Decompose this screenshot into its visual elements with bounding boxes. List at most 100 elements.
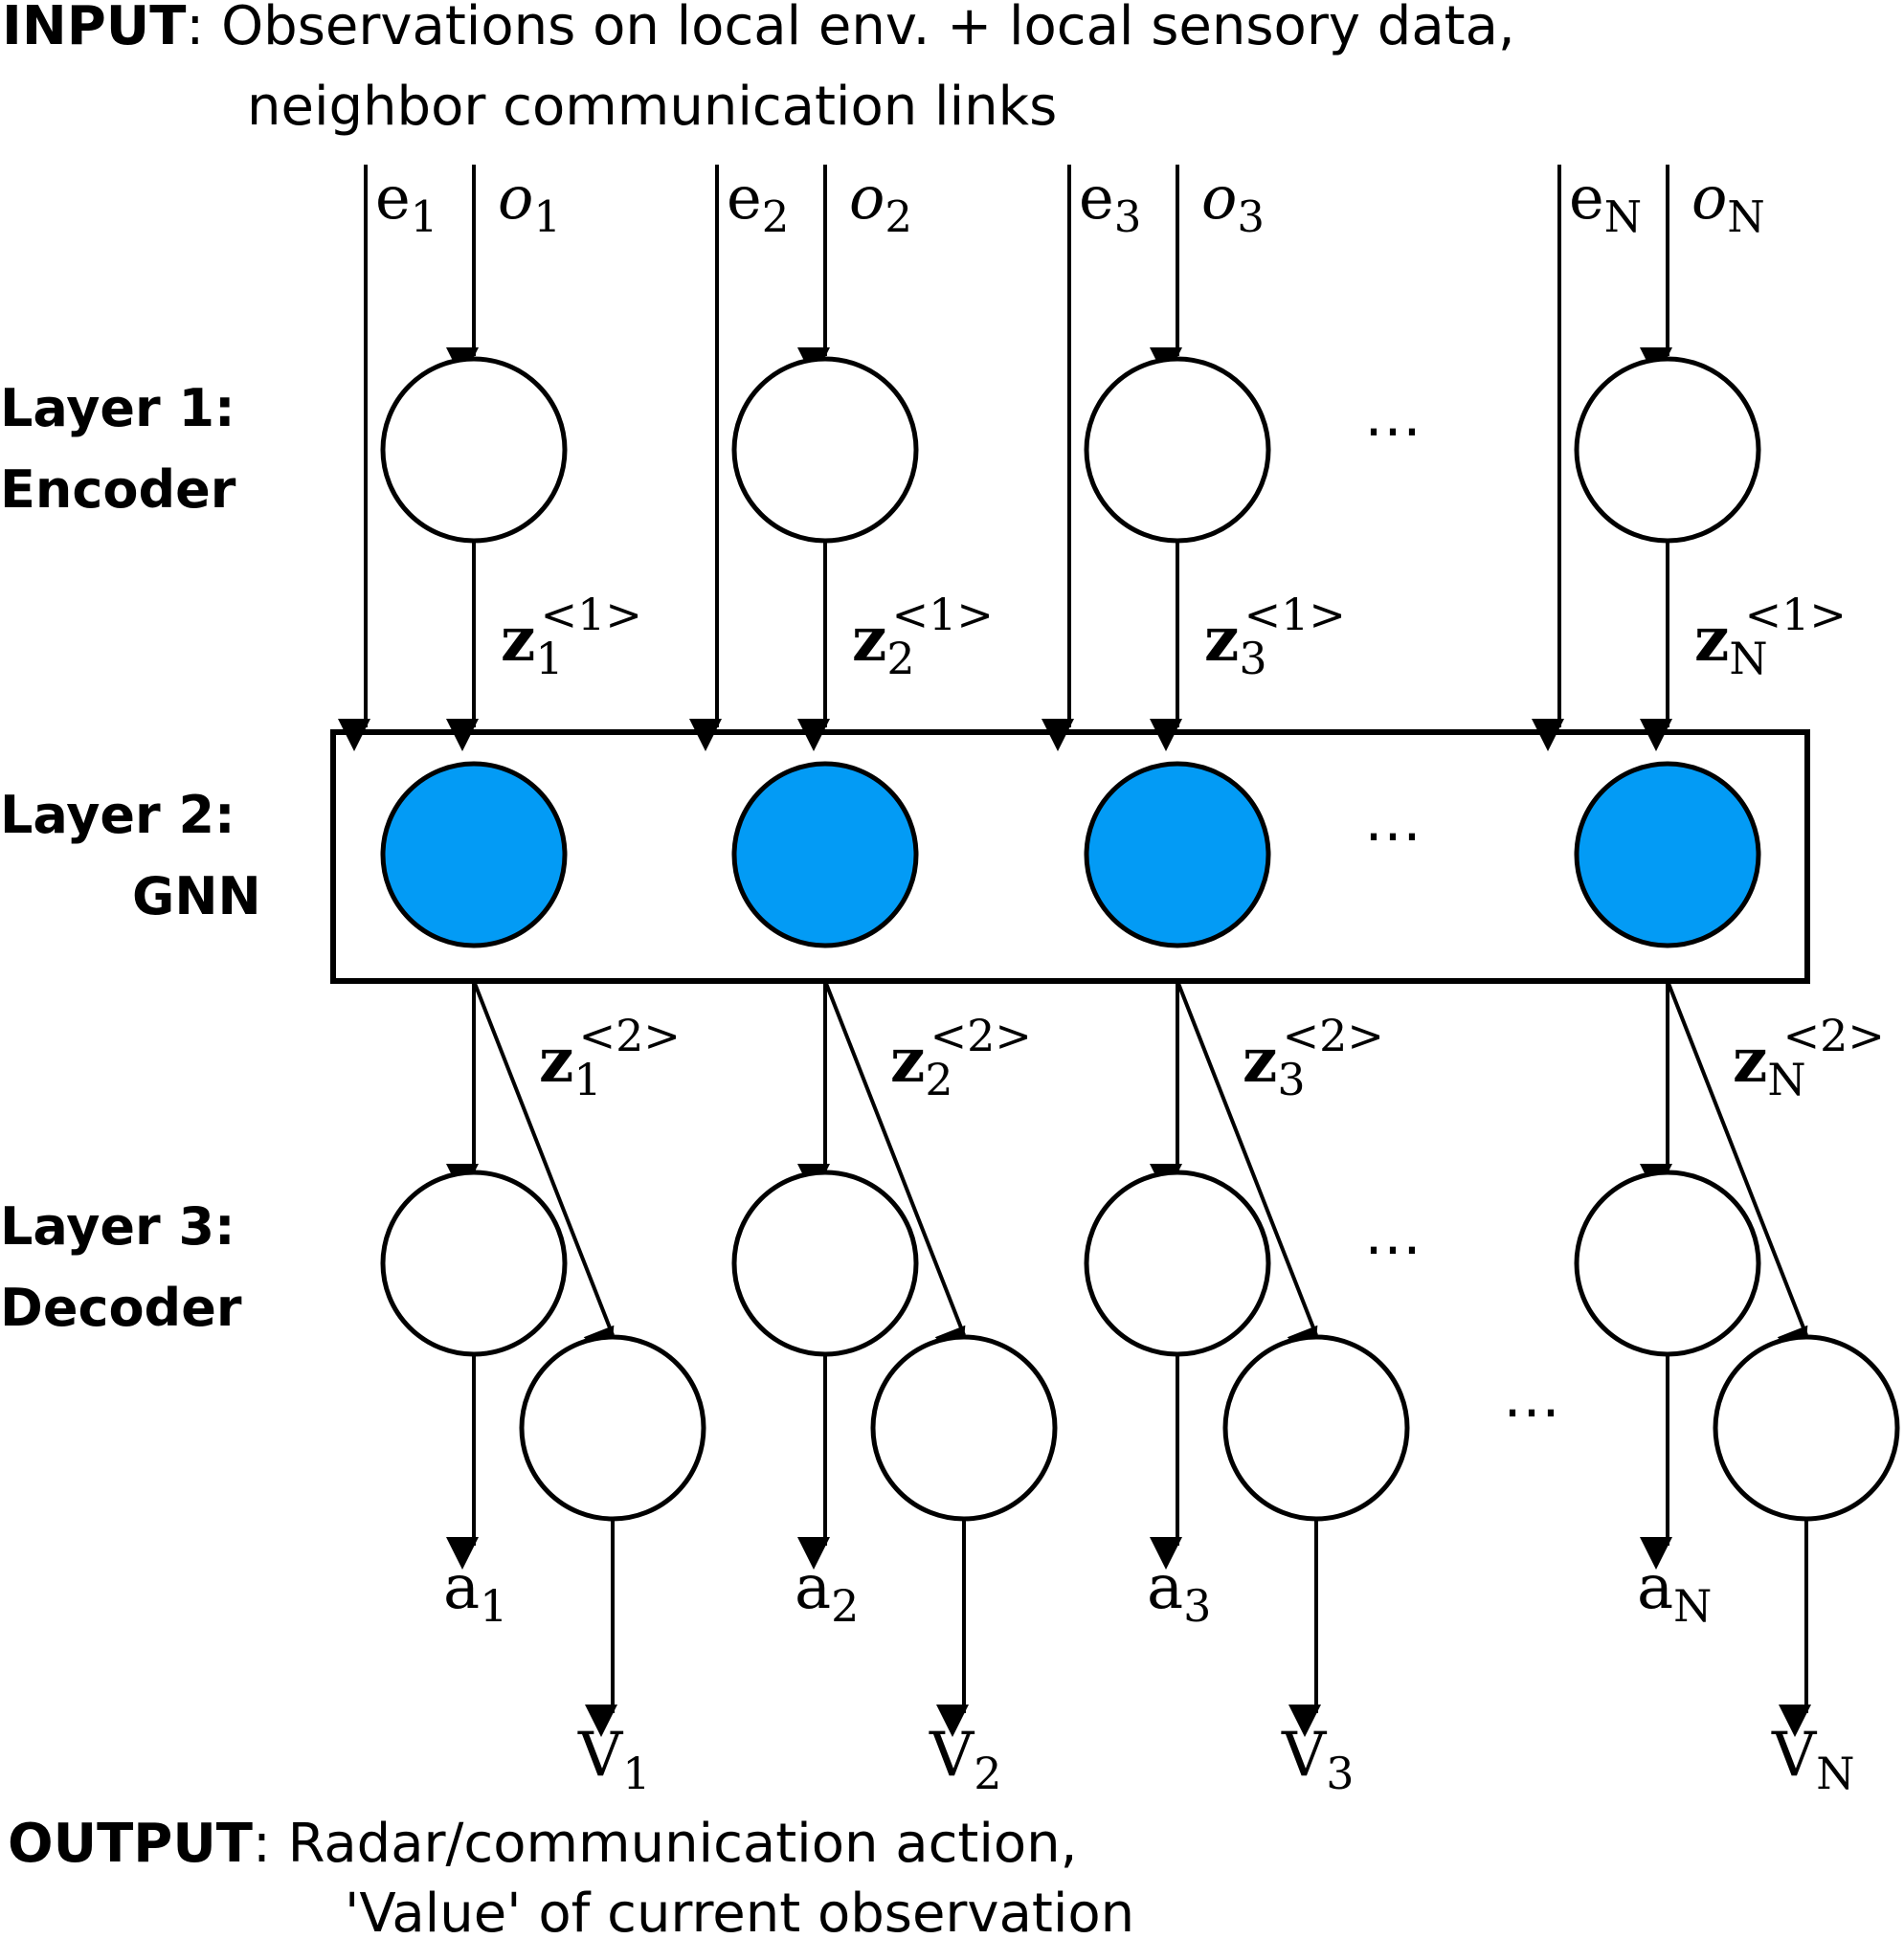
label-a-3-sub: 3	[1183, 1580, 1211, 1632]
label-z1-3-base: z	[1204, 604, 1239, 676]
label-z1-3-sup: <1>	[1244, 589, 1346, 640]
label-z2-N-base: z	[1733, 1025, 1767, 1097]
layer2-name: GNN	[132, 866, 261, 926]
label-v-3-sub: 3	[1326, 1748, 1354, 1799]
label-z2-1: z1<2>	[539, 1010, 681, 1105]
input-text-line1: : Observations on local env. + local sen…	[186, 0, 1514, 57]
label-o-N: oN	[1691, 163, 1765, 242]
label-v-N-base: V	[1771, 1720, 1818, 1791]
encoder-node-1	[380, 356, 568, 544]
label-o-1-sub: 1	[533, 191, 561, 242]
label-v-3: V3	[1281, 1720, 1355, 1799]
label-o-1: o1	[498, 163, 561, 242]
label-o-3-sub: 3	[1237, 191, 1265, 242]
encoder-node-N	[1574, 356, 1761, 544]
label-o-N-sub: N	[1727, 191, 1764, 242]
label-a-2: a2	[795, 1552, 859, 1632]
label-v-1-sub: 1	[622, 1748, 650, 1799]
gnn-node-1	[380, 761, 568, 948]
label-z1-3-sub: 3	[1239, 633, 1266, 684]
ellipsis-decoder-value: ⋯	[1503, 1378, 1560, 1445]
label-z2-3-sub: 3	[1277, 1054, 1305, 1105]
label-a-N-sub: N	[1673, 1580, 1712, 1632]
label-o-1-base: o	[498, 163, 533, 233]
label-o-2-base: o	[849, 163, 885, 233]
label-z2-2-sup: <2>	[930, 1010, 1032, 1061]
decoder-value-node-N	[1713, 1334, 1900, 1522]
label-z2-3: z3<2>	[1243, 1010, 1384, 1105]
input-label: INPUT	[2, 0, 186, 57]
label-v-2: V2	[929, 1720, 1002, 1799]
label-z2-1-sub: 1	[573, 1054, 601, 1105]
label-v-1-base: V	[577, 1720, 624, 1791]
label-z1-1-base: z	[501, 604, 535, 676]
label-z2-2-sub: 2	[925, 1054, 952, 1105]
label-a-2-base: a	[795, 1552, 831, 1623]
label-z2-N-sub: N	[1767, 1054, 1805, 1105]
label-v-2-sub: 2	[974, 1748, 1001, 1799]
input-text-line2: neighbor communication links	[247, 76, 1057, 138]
label-e-1-base: e	[375, 163, 411, 233]
decoder-value-node-3	[1222, 1334, 1410, 1522]
decoder-value-node-2	[870, 1334, 1058, 1522]
svg-text:INPUT: Observations on local e: INPUT: Observations on local env. + loca…	[2, 0, 1515, 57]
layer3-name: Decoder	[0, 1278, 242, 1338]
label-e-1-sub: 1	[411, 191, 438, 242]
label-z2-2: z2<2>	[890, 1010, 1032, 1105]
label-z2-2-base: z	[890, 1025, 925, 1097]
label-e-3-sub: 3	[1114, 191, 1142, 242]
gnn-node-N	[1574, 761, 1761, 948]
decoder-action-node-3	[1084, 1170, 1271, 1357]
label-z1-3: z3<1>	[1204, 589, 1346, 684]
label-e-N: eN	[1569, 163, 1642, 242]
label-v-3-base: V	[1281, 1720, 1328, 1791]
label-a-3: a3	[1147, 1552, 1211, 1632]
label-a-3-base: a	[1147, 1552, 1183, 1623]
label-a-1-base: a	[443, 1552, 480, 1623]
label-o-2: o2	[849, 163, 912, 242]
label-z1-N-sup: <1>	[1745, 589, 1847, 640]
label-o-2-sub: 2	[885, 191, 912, 242]
svg-text:OUTPUT: Radar/communication ac: OUTPUT: Radar/communication action,	[8, 1813, 1077, 1875]
z2-arrow-value	[472, 980, 615, 1362]
z2-arrow-value	[1666, 980, 1808, 1362]
label-z1-2-sub: 2	[886, 633, 914, 684]
decoder-action-node-N	[1574, 1170, 1761, 1357]
label-z2-3-base: z	[1243, 1025, 1277, 1097]
decoder-action-node-2	[731, 1170, 919, 1357]
label-v-N-sub: N	[1816, 1748, 1854, 1799]
label-e-2-base: e	[727, 163, 762, 233]
encoder-node-3	[1084, 356, 1271, 544]
label-z1-2-base: z	[852, 604, 886, 676]
label-z1-1: z1<1>	[501, 589, 642, 684]
label-z1-1-sup: <1>	[541, 589, 642, 640]
label-o-N-base: o	[1691, 163, 1727, 233]
label-a-2-sub: 2	[831, 1580, 859, 1632]
label-e-3-base: e	[1079, 163, 1114, 233]
label-v-1: V1	[577, 1720, 651, 1799]
layer1-title: Layer 1:	[0, 378, 235, 438]
z2-arrow-value	[1176, 980, 1318, 1362]
label-a-N-base: a	[1637, 1552, 1673, 1623]
label-a-N: aN	[1637, 1552, 1712, 1632]
label-o-3-base: o	[1201, 163, 1237, 233]
decoder-value-node-1	[519, 1334, 706, 1522]
label-z2-1-sup: <2>	[579, 1010, 681, 1061]
label-e-1: e1	[375, 163, 437, 242]
label-e-2: e2	[727, 163, 789, 242]
label-e-N-base: e	[1569, 163, 1604, 233]
label-z2-1-base: z	[539, 1025, 573, 1097]
gnn-node-2	[731, 761, 919, 948]
output-text-line2: 'Value' of current observation	[345, 1883, 1134, 1939]
label-o-3: o3	[1201, 163, 1265, 242]
label-e-N-sub: N	[1604, 191, 1642, 242]
label-a-1: a1	[443, 1552, 507, 1632]
label-z1-N-base: z	[1694, 604, 1729, 676]
output-text-line1: : Radar/communication action,	[253, 1813, 1077, 1875]
label-v-N: VN	[1771, 1720, 1854, 1799]
